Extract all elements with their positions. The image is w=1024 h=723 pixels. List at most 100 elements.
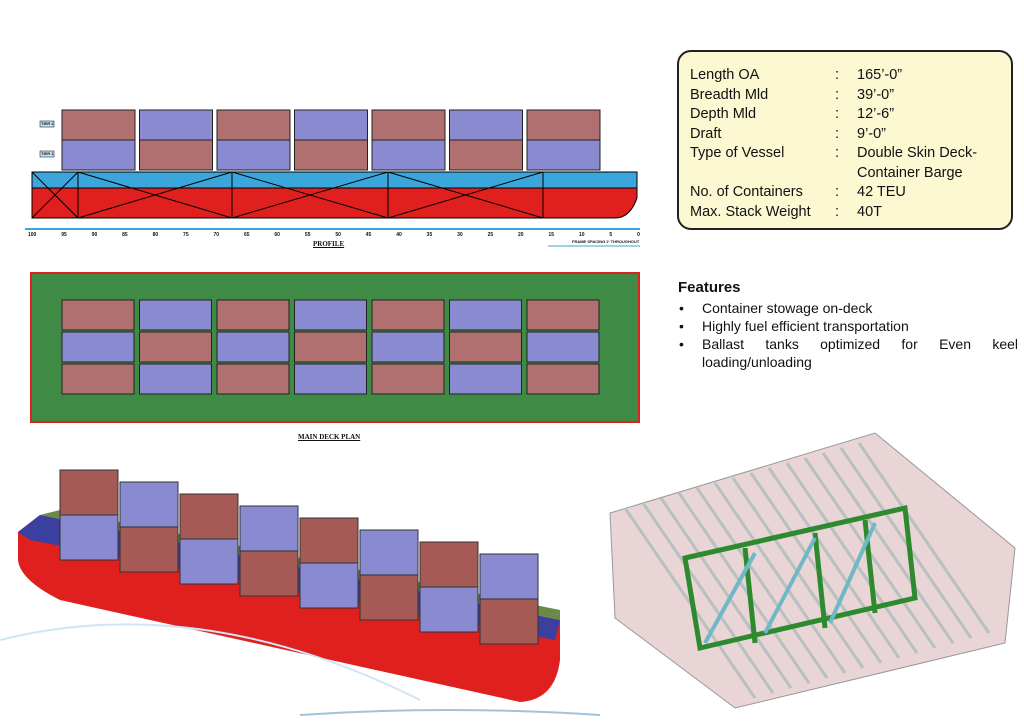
- bullet-icon: •: [679, 318, 684, 334]
- container: [139, 331, 212, 363]
- hull-block-structure-render: [609, 432, 1016, 709]
- features-section: Features • Container stowage on-deck • High…: [678, 279, 1018, 371]
- spec-label: Depth Mld: [690, 106, 757, 122]
- spec-separator: :: [835, 86, 840, 103]
- container: [216, 331, 290, 363]
- spec-separator: :: [835, 125, 840, 142]
- container: [139, 363, 212, 395]
- scale-tick-label: 10: [578, 232, 585, 238]
- container: [61, 331, 135, 363]
- scale-tick-label: 25: [487, 232, 494, 238]
- profile-drawing: [25, 109, 640, 247]
- container: [61, 299, 135, 331]
- container: [239, 550, 299, 597]
- spec-row: No. of Containers:42 TEU: [690, 183, 1011, 203]
- scale-tick-label: 40: [396, 232, 402, 238]
- spec-label: No. of Containers: [690, 184, 803, 200]
- tier1-label: TIER 1: [41, 151, 54, 156]
- spec-row: Type of Vessel:Double Skin Deck-Containe…: [690, 144, 1011, 183]
- spec-value: 42 TEU: [857, 184, 906, 200]
- container: [59, 469, 119, 516]
- scale-tick-label: 75: [183, 232, 189, 238]
- spec-row: Depth Mld:12’-6”: [690, 105, 1011, 125]
- scale-tick-label: 45: [365, 232, 372, 238]
- specifications-box: Length OA:165’-0”Breadth Mld:39’-0”Depth…: [677, 50, 1013, 230]
- spec-label: Max. Stack Weight: [690, 203, 811, 220]
- container: [419, 586, 479, 633]
- container: [59, 514, 119, 561]
- container: [449, 363, 522, 395]
- container: [119, 481, 179, 528]
- container: [479, 553, 539, 600]
- spec-label: Type of Vessel: [690, 145, 785, 161]
- container: [371, 299, 445, 331]
- container: [216, 299, 290, 331]
- scale-tick-label: 15: [548, 232, 555, 238]
- feature-text: Ballast tanks optimized for Even keel lo…: [702, 336, 1018, 370]
- feature-text: Highly fuel efficient transportation: [702, 318, 909, 334]
- spec-label: Draft: [690, 125, 722, 142]
- spec-value: 40T: [857, 203, 882, 220]
- feature-item: • Highly fuel efficient transportation: [678, 317, 1018, 335]
- spec-value: 9’-0”: [857, 125, 887, 142]
- container: [526, 331, 600, 363]
- spec-separator: :: [835, 67, 840, 83]
- scale-tick-label: 65: [243, 232, 250, 238]
- container: [294, 331, 367, 363]
- container: [299, 562, 359, 609]
- container: [449, 299, 522, 331]
- container: [299, 517, 359, 564]
- container: [216, 109, 291, 141]
- container: [371, 363, 445, 395]
- container: [139, 139, 213, 171]
- feature-item: • Ballast tanks optimized for Even keel l…: [678, 335, 1018, 371]
- feature-text: Container stowage on-deck: [702, 300, 873, 316]
- container: [371, 331, 445, 363]
- scale-tick-label: 90: [91, 232, 98, 238]
- deck-plan-caption: MAIN DECK PLAN: [298, 433, 361, 441]
- container: [294, 109, 368, 141]
- container: [216, 363, 290, 395]
- container: [479, 598, 539, 645]
- spec-label: Length OA: [690, 67, 760, 83]
- tier2-label: TIER 2: [41, 121, 54, 126]
- container: [61, 363, 135, 395]
- container: [371, 139, 446, 171]
- frame-spacing-note: FRAME SPACING 2' THROUGHOUT: [572, 239, 640, 244]
- scale-tick-label: 100: [28, 232, 37, 238]
- spec-row: Max. Stack Weight:40T: [690, 203, 1011, 223]
- container: [61, 109, 136, 141]
- bullet-icon: •: [679, 300, 684, 316]
- spec-value: 39’-0”: [857, 86, 895, 103]
- container: [371, 109, 446, 141]
- spec-row: Draft:9’-0”: [690, 125, 1011, 145]
- container: [216, 139, 291, 171]
- scale-tick-label: 60: [274, 232, 280, 238]
- scale-tick-label: 35: [426, 232, 433, 238]
- spec-value: 12’-6”: [857, 106, 895, 122]
- container: [239, 505, 299, 552]
- container: [449, 109, 523, 141]
- scale-tick-label: 80: [152, 232, 159, 238]
- scale-tick-label: 50: [335, 232, 341, 238]
- container: [419, 541, 479, 588]
- spec-row: Breadth Mld:39’-0”: [690, 86, 1011, 106]
- main-deck-plan-drawing: [30, 272, 640, 423]
- container: [139, 299, 212, 331]
- container: [526, 363, 600, 395]
- container: [179, 493, 239, 540]
- container: [449, 139, 523, 171]
- container: [359, 574, 419, 621]
- barge-3d-render: [0, 469, 560, 702]
- container: [526, 109, 601, 141]
- scale-tick-label: 5: [609, 232, 613, 238]
- container: [61, 139, 136, 171]
- container: [359, 529, 419, 576]
- features-title: Features: [678, 279, 741, 296]
- container: [294, 139, 368, 171]
- scale-tick-label: 30: [457, 232, 463, 238]
- container: [526, 139, 601, 171]
- bullet-icon: •: [679, 336, 684, 352]
- container: [294, 299, 367, 331]
